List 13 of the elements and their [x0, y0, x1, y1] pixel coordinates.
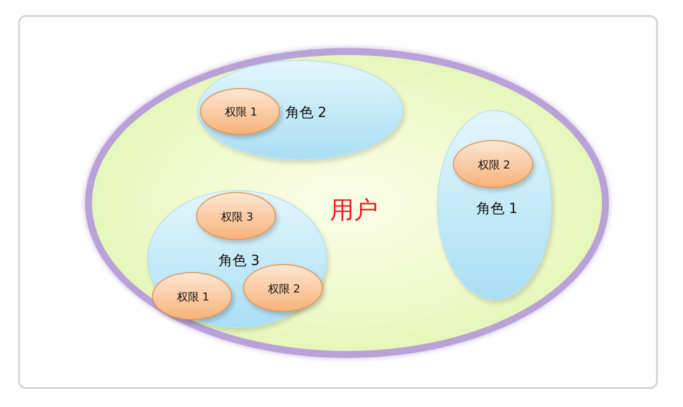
ellipse-label: 权限 3	[220, 210, 254, 224]
permission-ellipse	[152, 272, 232, 320]
permission-ellipse	[200, 88, 280, 135]
ellipse-label: 用户	[330, 195, 378, 226]
permission-ellipse	[196, 192, 276, 240]
ellipse-label: 权限 2	[268, 282, 300, 296]
ellipse-label: 权限 2	[478, 158, 510, 172]
permission-ellipse	[453, 140, 533, 188]
ellipse-label: 权限 1	[224, 104, 258, 120]
ellipse-label: 角色 3	[218, 252, 260, 270]
ellipse-label: 角色 1	[476, 200, 518, 218]
ellipse-label: 权限 1	[176, 290, 210, 304]
ellipse-label: 角色 2	[285, 104, 327, 122]
